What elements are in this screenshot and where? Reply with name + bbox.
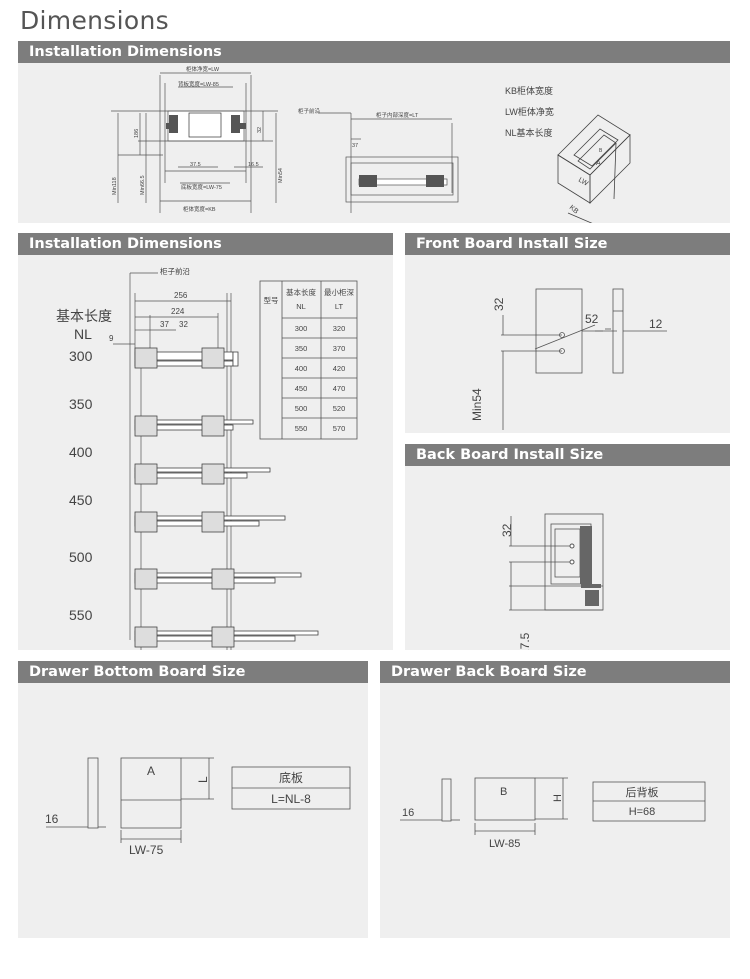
spec-table [259, 280, 358, 440]
dim-32: 32 [492, 297, 506, 311]
back-board-table-value: H=68 [629, 806, 656, 818]
dim-32: 32 [500, 523, 514, 537]
panel-drawer-bottom-board: Drawer Bottom Board Size A L 16 LW-75 底板… [18, 661, 368, 938]
dim-min66-5: Min66.5 [140, 175, 146, 195]
slide-550 [134, 626, 319, 648]
slide-500 [134, 568, 302, 590]
legend-nl: NL基本长度 [505, 127, 553, 138]
dim-lw-85: LW-85 [489, 838, 520, 850]
iso-label-kb: KB [568, 204, 580, 216]
panel-drawer-back-board: Drawer Back Board Size B H 16 LW-85 后背板 … [380, 661, 730, 938]
label-a: A [147, 764, 155, 778]
label-cabinet-front-edge: 柜子前沿 [298, 107, 321, 115]
dim-224: 224 [171, 307, 185, 316]
dim-32: 32 [179, 320, 188, 329]
dim-37-5: 37.5 [190, 162, 201, 168]
panel-installation-top: Installation Dimensions [18, 41, 730, 223]
slide-300 [134, 347, 239, 369]
table-header-nl-sub: NL [296, 302, 306, 311]
label-cabinet-front-edge: 柜子前沿 [160, 266, 190, 276]
slide-350 [134, 415, 254, 437]
label-h: H [552, 794, 564, 802]
dim-186: 186 [134, 129, 140, 138]
dim-12: 12 [649, 317, 663, 331]
iso-label-lw: LW [577, 177, 589, 188]
panel-title: Back Board Install Size [405, 444, 730, 466]
legend-kb: KB柜体宽度 [505, 85, 553, 96]
dim-37-side: 37 [352, 143, 358, 149]
table-cell-lt: 320 [333, 324, 346, 333]
bottom-board-table-title: 底板 [279, 770, 303, 785]
front-board-drawing: 32 52 12 Min54 [470, 288, 667, 430]
dim-37: 37 [160, 320, 169, 329]
panel-back-board-install: Back Board Install Size 32 17.5 [405, 444, 730, 650]
iso-label-b: B [599, 148, 603, 154]
dim-min118: Min118 [112, 177, 118, 195]
panel-title: Installation Dimensions [18, 41, 730, 63]
bottom-board-drawing: A L 16 LW-75 底板 L=NL-8 [45, 757, 351, 857]
length-550: 550 [69, 607, 93, 623]
dim-cabinet-inner-width: 柜体净宽=LW [186, 65, 220, 73]
table-cell-nl: 500 [295, 404, 308, 413]
length-300: 300 [69, 348, 93, 364]
table-header-nl: 基本长度 [286, 287, 316, 297]
page-title: Dimensions [20, 6, 169, 35]
bottom-board-table-value: L=NL-8 [271, 792, 311, 806]
length-400: 400 [69, 444, 93, 460]
back-board-size-drawing: B H 16 LW-85 后背板 H=68 [400, 777, 706, 850]
length-450: 450 [69, 492, 93, 508]
slide-400 [134, 463, 271, 485]
table-cell-lt: 370 [333, 344, 346, 353]
dim-lw-75: LW-75 [129, 843, 164, 857]
back-board-drawing: 32 17.5 [500, 513, 604, 650]
dim-cabinet-width: 柜体宽度=KB [183, 205, 216, 213]
label-b: B [500, 786, 507, 798]
iso-label-a: A [596, 160, 601, 167]
dim-min54: Min54 [278, 168, 284, 183]
table-cell-lt: 420 [333, 364, 346, 373]
panel-title: Installation Dimensions [18, 233, 393, 255]
table-cell-nl: 400 [295, 364, 308, 373]
table-header-lt: 最小柜深 [324, 287, 354, 297]
dim-bottom-board-width: 底板宽度=LW-75 [181, 183, 222, 191]
installation-drawings-top: 柜体净宽=LW 背板宽度=LW-85 底板宽度=LW-75 柜体宽度=KB 37… [111, 65, 631, 223]
dim-17-5: 17.5 [518, 632, 532, 650]
panel-title: Front Board Install Size [405, 233, 730, 255]
legend-lw: LW柜体净宽 [505, 106, 554, 117]
table-cell-nl: 300 [295, 324, 308, 333]
slide-lengths-drawing: 柜子前沿 256 224 37 32 9 基本长度 NL 300 350 400… [56, 266, 358, 650]
label-l: L [196, 776, 210, 783]
dim-16: 16 [402, 807, 414, 819]
dim-9: 9 [109, 334, 114, 343]
back-board-table-title: 后背板 [626, 785, 659, 799]
dim-256: 256 [174, 291, 188, 300]
panel-front-board-install: Front Board Install Size 32 52 12 Min54 [405, 233, 730, 433]
dim-back-board-width: 背板宽度=LW-85 [178, 80, 219, 88]
slide-450 [134, 511, 286, 533]
table-header-lt-sub: LT [335, 302, 344, 311]
table-cell-nl: 350 [295, 344, 308, 353]
table-header-model: 型号 [264, 296, 279, 305]
table-cell-lt: 570 [333, 424, 346, 433]
length-350: 350 [69, 396, 93, 412]
nl-label: NL [74, 326, 92, 342]
table-cell-nl: 550 [295, 424, 308, 433]
panel-installation-left: Installation Dimensions 柜子前沿 256 224 37 … [18, 233, 393, 650]
dim-52: 52 [585, 312, 599, 326]
dim-min54: Min54 [470, 388, 484, 421]
panel-title: Drawer Back Board Size [380, 661, 730, 683]
table-cell-lt: 470 [333, 384, 346, 393]
table-cell-nl: 450 [295, 384, 308, 393]
nl-label-cn: 基本长度 [56, 308, 112, 324]
dim-16: 16 [45, 812, 59, 826]
dim-32: 32 [257, 127, 263, 133]
length-500: 500 [69, 549, 93, 565]
table-cell-lt: 520 [333, 404, 346, 413]
panel-title: Drawer Bottom Board Size [18, 661, 368, 683]
dim-cabinet-inner-depth: 柜子内部深度=LT [376, 111, 419, 119]
dim-16-5: 16.5 [248, 162, 259, 168]
